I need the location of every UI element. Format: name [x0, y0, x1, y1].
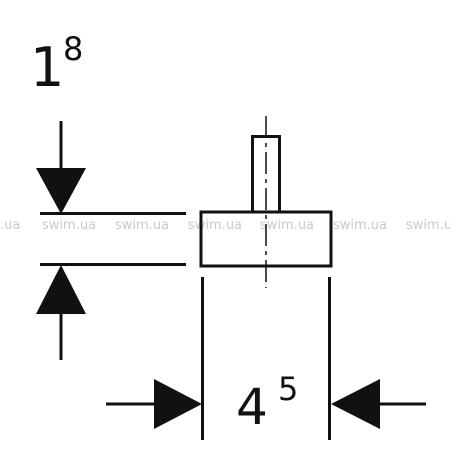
arrow-down-icon [36, 168, 86, 214]
height-dimension-marker [36, 121, 186, 360]
watermark-text: swim.ua [42, 218, 96, 233]
watermark-text: swim.ua [188, 218, 242, 233]
arrow-right-icon [154, 379, 202, 429]
arrow-up-icon [36, 265, 86, 314]
width-dimension-label: 4 5 [236, 370, 298, 436]
height-dimension-superscript: 8 [63, 30, 83, 68]
watermark-text: swim.ua [115, 218, 169, 233]
arrow-left-icon [331, 379, 380, 429]
watermark-row: .ua swim.ua swim.ua swim.ua swim.ua swim… [0, 218, 450, 233]
width-dimension-main: 4 [236, 378, 268, 436]
watermark-text: swim.ua [260, 218, 314, 233]
width-dimension-marker [106, 277, 426, 440]
height-dimension-label: 1 8 [30, 30, 83, 99]
watermark-text: swim.ua [333, 218, 387, 233]
height-dimension-main: 1 [30, 36, 64, 99]
watermark-fragment: .ua [0, 218, 20, 233]
width-dimension-superscript: 5 [278, 370, 298, 408]
watermark-text: swim.ua [406, 218, 450, 233]
part-profile [199, 116, 333, 288]
